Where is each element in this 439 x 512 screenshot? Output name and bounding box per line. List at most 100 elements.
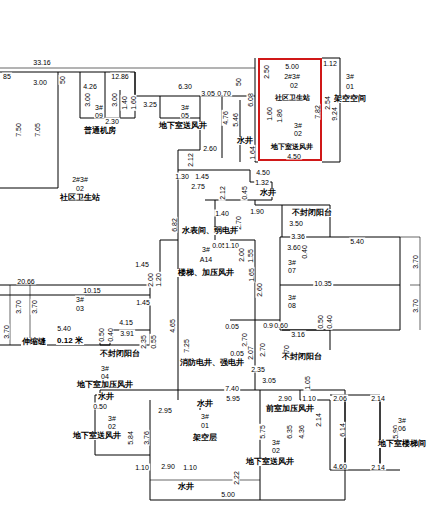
dimension-label: 0.05: [229, 350, 245, 357]
dimension-label: 5.40: [349, 238, 365, 245]
dimension-label: 3.05: [261, 377, 277, 384]
dimension-label: 2.14: [315, 412, 322, 428]
room-label: 水井: [196, 400, 214, 408]
room-label: 楼梯、加压风井: [177, 269, 235, 277]
dimension-label: 2.75: [190, 183, 206, 190]
dimension-label: 3#: [100, 365, 110, 372]
dimension-label: 3#: [345, 73, 355, 80]
dimension-label: 2.14: [370, 464, 386, 471]
dimension-label: 1.45: [134, 261, 150, 268]
dimension-label: 1.40: [121, 95, 128, 111]
dimension-label: 4.50: [255, 169, 271, 176]
dimension-label: 0.40: [107, 327, 114, 343]
dimension-label: 2#3#: [71, 176, 89, 183]
dimension-label: 1.30: [174, 173, 190, 180]
dimension-label: 2.95: [157, 407, 173, 414]
dimension-label: 3#: [271, 439, 281, 446]
dimension-label: 02: [271, 447, 281, 454]
room-label: 地下室送风井: [245, 458, 295, 466]
dimension-label: 6.30: [177, 83, 193, 90]
dimension-label: 0.40: [326, 314, 333, 330]
dimension-label: 1.32: [254, 179, 270, 186]
dimension-label: 3.70: [412, 254, 419, 270]
dimension-label: 3.70: [412, 298, 419, 314]
dimension-label: 2#3#: [283, 73, 301, 80]
room-label: 不封闭阳台: [291, 209, 333, 217]
dimension-label: 3#: [75, 296, 85, 303]
room-label: 0.12 米: [56, 337, 84, 345]
dimension-label: 7.05: [34, 122, 41, 138]
dimension-label: 7.40: [224, 385, 240, 392]
dimension-label: 3#: [107, 415, 117, 422]
dimension-label: 10.35: [313, 280, 333, 287]
dimension-label: 2.30: [104, 118, 120, 125]
dimension-label: 07: [287, 267, 297, 274]
dimension-label: 1.10: [134, 464, 150, 471]
dimension-label: 02: [289, 82, 299, 89]
room-label: 水表间、弱电井: [181, 227, 239, 235]
dimension-label: 3.60: [286, 244, 302, 251]
dimension-label: 33.16: [32, 59, 52, 66]
room-label: 不封闭阳台: [99, 350, 141, 358]
room-label: 地下室送风井: [158, 122, 208, 130]
dimension-label: 4.26: [82, 83, 98, 90]
dimension-label: 3.76: [143, 430, 150, 446]
dimension-label: 0.40: [301, 244, 308, 260]
dimension-label: 0.60: [273, 322, 289, 329]
room-label: 消防电井、强电井: [179, 359, 245, 367]
dimension-label: 2.50: [263, 64, 270, 80]
dimension-label: 2.90: [160, 463, 176, 470]
dimension-label: 02: [75, 185, 85, 192]
dimension-label: 4.50: [286, 153, 302, 160]
dimension-label: 3.00: [32, 79, 48, 86]
room-label: 地下室送风井: [270, 143, 314, 150]
room-label: 伸缩缝: [21, 338, 47, 346]
dimension-label: 5.84: [127, 430, 134, 446]
dimension-label: 09: [94, 112, 104, 119]
dimension-label: 1.86: [276, 108, 283, 124]
dimension-label: 01: [345, 83, 355, 90]
dimension-label: 50: [59, 75, 66, 85]
dimension-label: 3.16: [290, 331, 306, 338]
dimension-label: 7.25: [183, 338, 190, 354]
dimension-label: 2.54: [324, 95, 331, 111]
room-label: 地下室送风井: [72, 432, 122, 440]
dimension-label: 4.76: [222, 110, 229, 126]
room-label: 不封闭阳台: [281, 353, 323, 361]
dimension-label: 01: [200, 422, 210, 429]
dimension-label: 3.70: [31, 299, 38, 315]
dimension-label: 5.00: [220, 491, 236, 498]
room-label: 社区卫生站: [59, 194, 101, 202]
dimension-label: 0.45: [241, 185, 248, 201]
dimension-label: 3#: [94, 104, 104, 111]
dimension-label: 5.95: [225, 395, 241, 402]
dimension-label: 7.50: [15, 122, 22, 138]
dimension-label: 1.45: [194, 173, 210, 180]
dimension-label: 2.60: [256, 282, 263, 298]
dimension-label: 1.64: [249, 145, 256, 161]
room-label: 水井: [259, 189, 277, 197]
dimension-label: 0.50: [317, 314, 324, 330]
dimension-label: 3.00: [111, 92, 118, 108]
dimension-label: 1.60: [266, 106, 273, 122]
dimension-label: 2.06: [332, 395, 348, 402]
dimension-label: 1.45: [135, 299, 151, 306]
dimension-label: 08: [287, 302, 297, 309]
dimension-label: 5.40: [56, 325, 72, 332]
dimension-label: 2.00: [147, 272, 154, 288]
dimension-label: 06: [397, 425, 407, 432]
room-label: 地下室加压风井: [76, 381, 134, 389]
dimension-label: 2.12: [187, 152, 194, 168]
dimension-label: 1.12: [322, 60, 338, 67]
dimension-label: 05: [180, 112, 190, 119]
dimension-label: 1.40: [214, 210, 230, 217]
dimension-label: 1.10: [301, 395, 317, 402]
dimension-label: 12.86: [110, 73, 130, 80]
dimension-label: 6.35: [286, 424, 293, 440]
dimension-label: 2.22: [233, 470, 240, 486]
dimension-label: 3#: [287, 259, 297, 266]
dimension-label: 3#: [287, 294, 297, 301]
dimension-label: 3#: [293, 122, 303, 129]
